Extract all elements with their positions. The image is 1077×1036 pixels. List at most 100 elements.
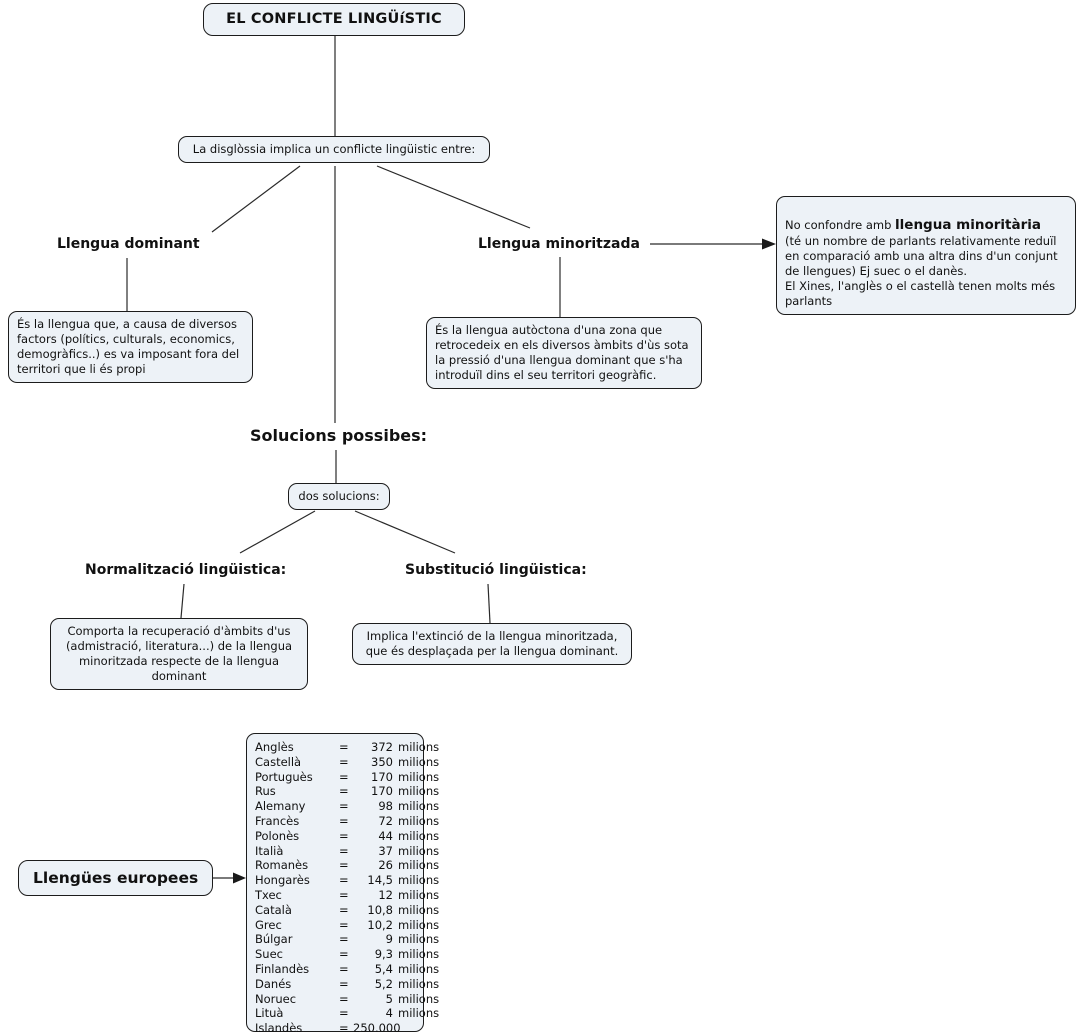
language-row: Finlandès = 5,4 milions: [255, 961, 439, 977]
connector-intro-to-minoritzada: [376, 165, 531, 229]
language-unit: milions: [398, 932, 440, 947]
language-count: 5: [385, 991, 393, 1006]
equals-sign: =: [339, 828, 349, 843]
substitucio-description-text: Implica l'extinció de la llengua minorit…: [365, 629, 619, 658]
language-unit: milions: [398, 740, 440, 754]
language-unit: milions: [398, 976, 440, 991]
language-row: Islandès = 250.000: [255, 1021, 415, 1036]
equals-sign: =: [339, 1021, 349, 1036]
equals-sign: =: [339, 961, 349, 976]
label-solucions-possibes: Solucions possibes:: [250, 426, 428, 445]
language-row: Rus = 170 milions: [255, 784, 439, 799]
language-name: Danés: [255, 976, 292, 991]
language-row: Francès = 72 milions: [255, 813, 439, 829]
title-node: EL CONFLICTE LINGÜíSTIC: [203, 3, 465, 36]
equals-sign: =: [339, 887, 349, 902]
label-substitucio: Substitució lingüistica:: [405, 562, 587, 578]
equals-sign: =: [339, 902, 349, 917]
minoritzada-description-node: És la llengua autòctona d'una zona que r…: [426, 317, 702, 389]
label-normalitzacio: Normalització lingüistica:: [85, 562, 287, 578]
language-count: 9: [385, 932, 393, 947]
language-name: Italià: [255, 843, 284, 858]
language-row: Català = 10,8 milions: [255, 902, 439, 918]
label-llengua-dominant: Llengua dominant: [57, 236, 200, 252]
language-unit: milions: [398, 843, 440, 858]
language-row: Italià = 37 milions: [255, 843, 439, 859]
language-unit: milions: [398, 828, 440, 843]
equals-sign: =: [339, 991, 349, 1006]
language-row: Grec = 10,2 milions: [255, 917, 439, 933]
equals-sign: =: [339, 784, 349, 799]
equals-sign: =: [339, 799, 349, 814]
intro-text: La disglòssia implica un conflicte lingü…: [192, 142, 476, 156]
note-bold-term: llengua minoritària: [895, 216, 1041, 233]
language-list-node: Anglès = 372 milions Castellà = 350 mili…: [246, 733, 439, 1035]
language-unit: milions: [398, 991, 440, 1006]
language-name: Català: [255, 902, 292, 917]
connector-dos-to-substitucio: [354, 510, 456, 554]
language-count: 10,2: [367, 917, 393, 932]
language-name: Grec: [255, 917, 282, 932]
language-row: Anglès = 372 milions: [255, 740, 439, 755]
language-row: Danés = 5,2 milions: [255, 976, 439, 992]
language-count: 26: [378, 858, 393, 873]
language-count: 4: [385, 1006, 393, 1021]
language-unit: milions: [398, 754, 440, 769]
language-name: Portuguès: [255, 769, 313, 784]
language-name: Islandès: [255, 1021, 303, 1036]
equals-sign: =: [339, 769, 349, 784]
equals-sign: =: [339, 843, 349, 858]
equals-sign: =: [339, 947, 349, 962]
dominant-description-node: És la llengua que, a causa de diversos f…: [8, 311, 253, 383]
llengues-europees-text: Llengües europees: [33, 869, 199, 887]
normalitzacio-description-text: Comporta la recuperació d'àmbits d'us (a…: [65, 624, 293, 683]
language-row: Lituà = 4 milions: [255, 1006, 439, 1021]
language-unit: milions: [398, 858, 440, 873]
language-count: 170: [371, 769, 393, 784]
equals-sign: =: [339, 858, 349, 873]
dos-solucions-text: dos solucions:: [298, 489, 380, 503]
language-unit: [393, 1021, 415, 1036]
language-row: Hongarès = 14,5 milions: [255, 873, 439, 888]
language-count: 44: [378, 828, 393, 843]
language-count: 372: [371, 740, 393, 754]
language-row: Búlgar = 9 milions: [255, 932, 439, 947]
language-count: 12: [378, 887, 393, 902]
language-row: Portuguès = 170 milions: [255, 769, 439, 785]
language-count: 14,5: [367, 873, 393, 888]
language-name: Lituà: [255, 1006, 284, 1021]
language-count: 9,3: [374, 947, 393, 962]
language-name: Suec: [255, 947, 283, 962]
language-name: Alemany: [255, 799, 306, 814]
substitucio-description-node: Implica l'extinció de la llengua minorit…: [352, 623, 632, 665]
language-row: Romanès = 26 milions: [255, 858, 439, 873]
equals-sign: =: [339, 976, 349, 991]
connector-substitucio-to-desc: [487, 583, 491, 624]
language-name: Castellà: [255, 754, 302, 769]
language-unit: milions: [398, 917, 440, 932]
language-unit: milions: [398, 1006, 440, 1021]
normalitzacio-description-node: Comporta la recuperació d'àmbits d'us (a…: [50, 618, 308, 690]
language-count: 72: [378, 813, 393, 828]
equals-sign: =: [339, 932, 349, 947]
language-unit: milions: [398, 784, 440, 799]
language-count: 350: [371, 754, 393, 769]
dos-solucions-node: dos solucions:: [288, 483, 390, 510]
note-part1: No confondre amb: [785, 217, 896, 232]
equals-sign: =: [339, 740, 349, 754]
language-count: 5,2: [374, 976, 393, 991]
language-count: 170: [371, 784, 393, 799]
language-name: Rus: [255, 784, 276, 799]
language-count: 5,4: [374, 961, 393, 976]
language-name: Anglès: [255, 740, 294, 754]
language-name: Hongarès: [255, 873, 310, 888]
language-unit: milions: [398, 799, 440, 814]
language-row: Noruec = 5 milions: [255, 991, 439, 1007]
language-unit: milions: [398, 961, 440, 976]
language-unit: milions: [398, 813, 440, 828]
language-name: Finlandès: [255, 961, 310, 976]
note-part2: (té un nombre de parlants relativamente …: [785, 234, 1058, 309]
language-count: 37: [378, 843, 393, 858]
connector-dos-to-normalitzacio: [239, 510, 316, 554]
